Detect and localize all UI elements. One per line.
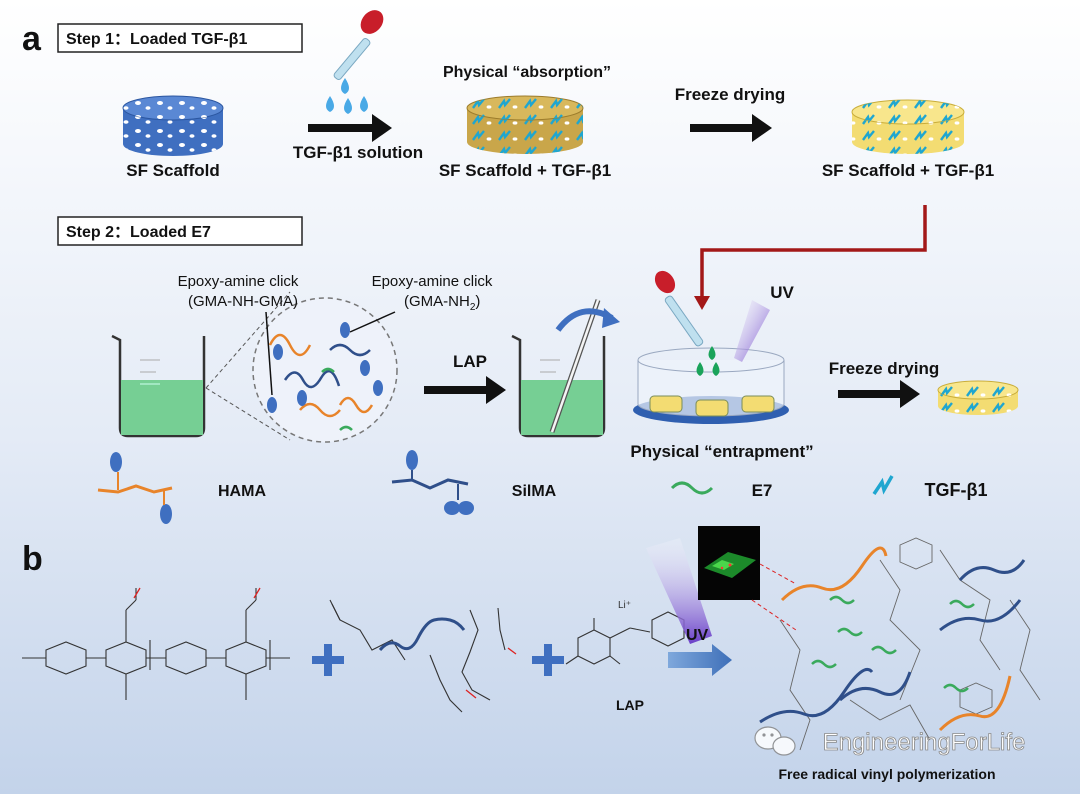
panel-b-letter: b	[22, 540, 43, 578]
wechat-icon	[754, 726, 796, 756]
hama-structure	[22, 588, 290, 700]
petri-dish-icon	[633, 347, 789, 424]
inset-zoom-lines	[751, 563, 797, 631]
entrapment-label: Physical “entrapment”	[630, 442, 813, 461]
silma-backbone	[378, 617, 466, 651]
red-carbonyls-2	[465, 647, 517, 699]
red-connector-arrow	[700, 205, 927, 300]
beaker-icon	[111, 334, 206, 438]
click2-end: )	[475, 293, 480, 310]
polymer-network	[759, 537, 1041, 751]
lap-label-b: LAP	[616, 697, 644, 713]
freeze-drying-label-2: Freeze drying	[829, 359, 940, 378]
uv-arrow	[668, 644, 732, 676]
plus-icon-2	[532, 644, 564, 676]
pipette-icon-2	[654, 270, 720, 376]
silma-label: SilMA	[512, 483, 557, 500]
step1-label: Step 1：Loaded TGF-β1	[66, 31, 247, 48]
click2-line1: Epoxy-amine click	[372, 273, 493, 290]
zoom-lines	[205, 291, 291, 441]
confocal-mesh	[704, 552, 756, 578]
click1-pointer	[265, 311, 273, 396]
tgf-label: TGF-β1	[925, 480, 988, 500]
watermark: EngineeringForLife	[823, 729, 1026, 756]
click2-pointer	[349, 311, 396, 333]
sf-scaffold-label: SF Scaffold	[126, 161, 220, 180]
step1-box	[57, 23, 303, 53]
hama-label: HAMA	[218, 483, 266, 500]
uv-label-b: UV	[686, 627, 709, 644]
uv-label-a: UV	[770, 283, 794, 302]
polymerization-caption: Free radical vinyl polymerization	[778, 766, 995, 782]
arrow-step1-b	[690, 114, 772, 142]
step2-box	[57, 216, 303, 246]
final-scaffold	[937, 380, 1019, 415]
lap-label: LAP	[453, 352, 487, 371]
plus-icon-1	[312, 644, 344, 676]
loaded-scaffold-label: SF Scaffold + TGF-β1	[439, 161, 611, 180]
freeze-drying-label-1: Freeze drying	[675, 85, 786, 104]
uv-beam-icon	[734, 300, 770, 362]
sf-scaffold-yellow	[851, 99, 965, 154]
uv-beam-icon-2	[646, 538, 712, 644]
sf-scaffold-gold	[466, 95, 584, 154]
click2-sub: 2	[470, 302, 476, 313]
arrow-lap	[424, 376, 506, 404]
lap-structure	[565, 611, 685, 665]
tgf-legend-icon	[872, 475, 894, 495]
e7-label: E7	[752, 481, 773, 500]
red-carbonyls-1	[133, 587, 261, 599]
absorption-label: Physical “absorption”	[443, 64, 611, 81]
panel-a-letter: a	[22, 20, 42, 58]
hama-legend-icon	[97, 452, 173, 524]
e7-legend-icon	[670, 481, 714, 495]
click1-line2: (GMA-NH-GMA)	[188, 293, 298, 310]
dried-scaffold-label: SF Scaffold + TGF-β1	[822, 161, 994, 180]
click1-line1: Epoxy-amine click	[178, 273, 299, 290]
tgf-solution-label: TGF-β1 solution	[293, 143, 423, 162]
click2-main: (GMA-NH	[404, 293, 470, 310]
arrow-step1-a	[308, 114, 392, 142]
pipette-icon	[333, 10, 384, 80]
li-label: Li⁺	[618, 600, 631, 611]
step2-label: Step 2：Loaded E7	[66, 224, 211, 241]
silma-legend-icon	[391, 450, 474, 515]
zoom-circle	[252, 297, 398, 443]
click2-line2: (GMA-NH2)	[404, 293, 480, 313]
sf-scaffold-blue	[122, 95, 224, 156]
arrow-freeze-2	[838, 380, 920, 408]
water-drops-icon	[326, 78, 368, 114]
